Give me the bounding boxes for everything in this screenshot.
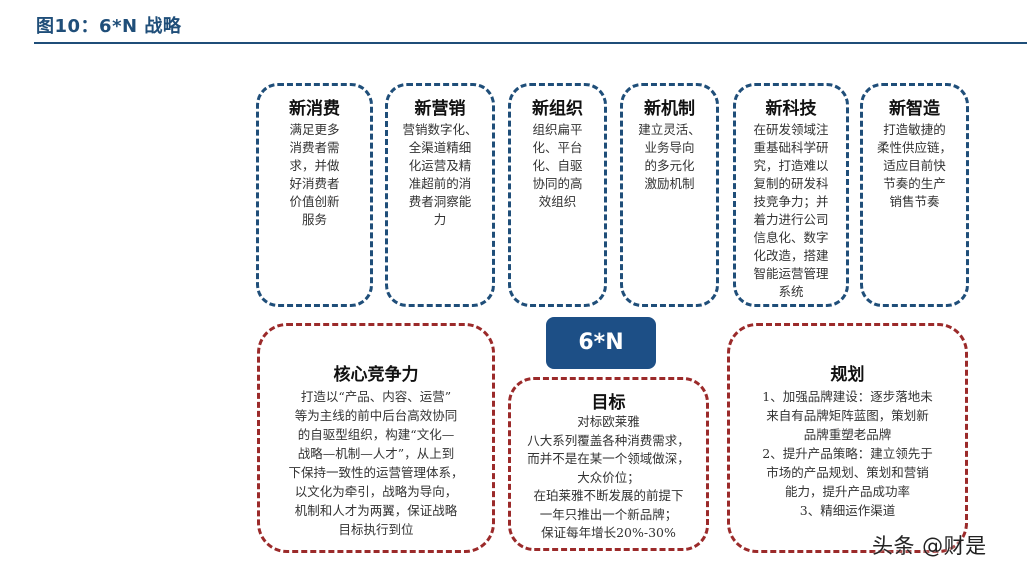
box-text: 营销数字化、 全渠道精细 化运营及精 准超前的消 费者洞察能 力 (402, 122, 478, 227)
box-text: 在研发领域注 重基础科学研 究，打造难以 复制的研发科 技竞争力；并 着力进行公… (753, 122, 829, 299)
box-title: 新机制 (644, 99, 695, 119)
box-new-mechanism: 新机制 建立灵活、 业务导向 的多元化 激励机制 (620, 83, 719, 307)
watermark: 头条 @财是 (872, 534, 987, 558)
box-new-technology: 新科技 在研发领域注 重基础科学研 究，打造难以 复制的研发科 技竞争力；并 着… (733, 83, 849, 307)
box-title: 新消费 (289, 99, 340, 119)
box-title: 规划 (830, 365, 865, 385)
box-new-organization: 新组织 组织扁平 化、平台 化、自驱 协同的高 效组织 (508, 83, 607, 307)
box-new-consumption: 新消费 满足更多 消费者需 求，并做 好消费者 价值创新 服务 (256, 83, 373, 307)
box-text: 满足更多 消费者需 求，并做 好消费者 价值创新 服务 (289, 122, 340, 227)
box-text: 1、加强品牌建设：逐步落地未 来自有品牌矩阵蓝图，策划新 品牌重塑老品牌 2、提… (762, 389, 933, 518)
box-text: 打造敏捷的 柔性供应链， 适应目前快 节奏的生产 销售节奏 (876, 122, 952, 209)
box-core-competence: 核心竞争力 打造以“产品、内容、运营” 等为主线的前中后台高效协同 的自驱型组织… (257, 323, 495, 553)
box-text: 组织扁平 化、平台 化、自驱 协同的高 效组织 (532, 122, 583, 209)
box-title: 新科技 (765, 99, 817, 119)
box-new-marketing: 新营销 营销数字化、 全渠道精细 化运营及精 准超前的消 费者洞察能 力 (385, 83, 495, 307)
box-title: 核心竞争力 (333, 365, 419, 385)
box-text: 建立灵活、 业务导向 的多元化 激励机制 (638, 122, 701, 191)
box-title: 新组织 (532, 99, 583, 119)
strategy-badge-6n: 6*N (546, 317, 656, 369)
box-new-manufacturing: 新智造 打造敏捷的 柔性供应链， 适应目前快 节奏的生产 销售节奏 (860, 83, 969, 307)
box-text: 打造以“产品、内容、运营” 等为主线的前中后台高效协同 的自驱型组织，构建“文化… (288, 389, 464, 537)
box-text: 对标欧莱雅 八大系列覆盖各种消费需求， 而并不是在某一个领域做深， 大众价位； … (527, 414, 690, 540)
box-title: 目标 (591, 393, 626, 413)
box-goal: 目标 对标欧莱雅 八大系列覆盖各种消费需求， 而并不是在某一个领域做深， 大众价… (508, 377, 709, 551)
box-title: 新营销 (414, 99, 466, 119)
box-plan: 规划 1、加强品牌建设：逐步落地未 来自有品牌矩阵蓝图，策划新 品牌重塑老品牌 … (727, 323, 968, 553)
box-title: 新智造 (889, 99, 940, 119)
figure-title: 图10：6*N 战略 (36, 16, 182, 37)
title-divider (34, 42, 1027, 44)
